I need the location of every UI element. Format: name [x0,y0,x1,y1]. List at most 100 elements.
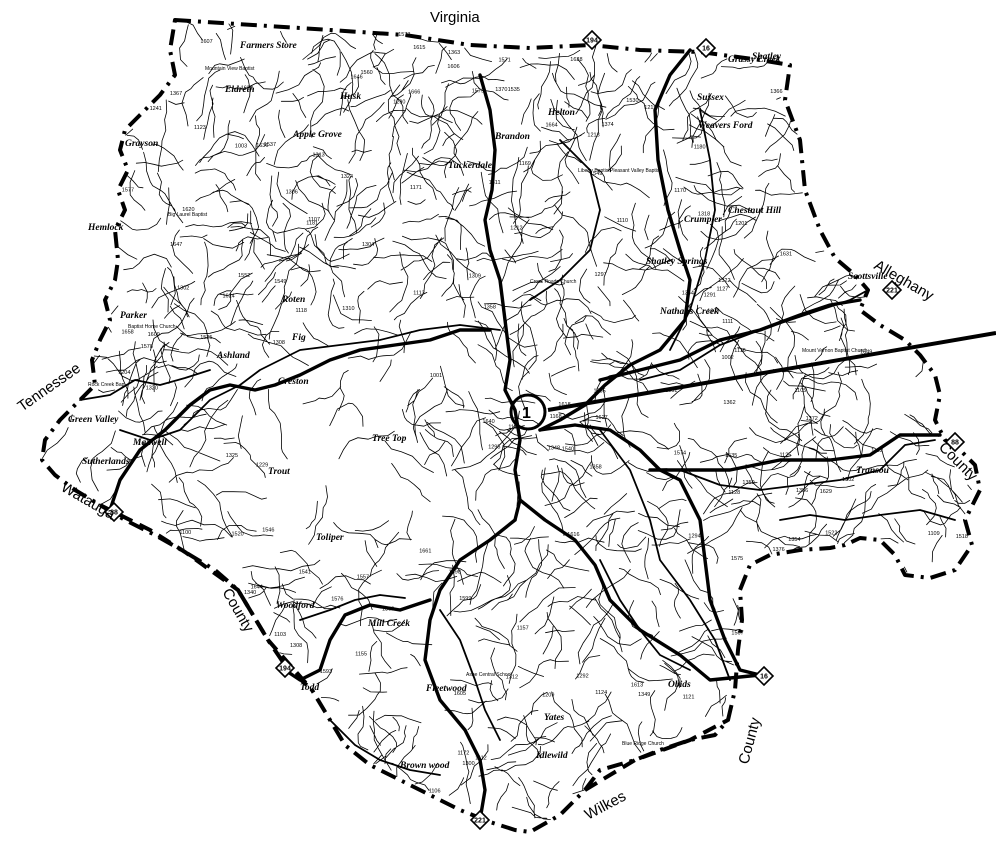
place-brandon: Brandon [494,132,530,142]
label-mountain-view-baptist: Mountain View Baptist [205,66,255,72]
road-number: 1520 [232,531,244,537]
road-number: 1001 [430,373,442,379]
place-roten: Roten [281,295,305,305]
road-number: 1627 [596,415,608,421]
road-number: 1291 [704,293,716,299]
road-number: 1128 [728,490,740,496]
place-chestnut-hill: Chestnut Hill [728,206,781,216]
place-maxwell: Maxwell [132,438,167,448]
road-number: 1297 [595,272,607,278]
label-cross-roads-church: Cross Roads Church [530,279,577,285]
place-apple-grove: Apple Grove [292,130,343,140]
road-number: 1106 [429,789,441,795]
road-number: 1593 [320,669,332,675]
place-nathans-creek: Nathans Creek [659,307,719,317]
road-number: 1171 [410,185,422,191]
road-number: 1374 [602,122,614,128]
place-name-labels: Farmers StoreEldrethHuskHeltonSussexGras… [68,41,889,771]
road-number: 1525 [200,335,212,341]
place-shatley: Shatley [752,52,782,62]
road-number: 1366 [770,89,782,95]
place-green-valley: Green Valley [68,415,119,425]
road-number: 1241 [150,106,162,112]
road-number: 1003 [235,143,247,149]
place-yates: Yates [544,713,565,723]
road-number: 1213 [587,132,599,138]
route-shield-194: 194 [274,657,296,679]
road-number: 1322 [718,278,730,284]
place-eldreth: Eldreth [224,85,255,95]
road-number: 1629 [820,489,832,495]
place-fig: Fig [291,333,306,343]
place-weavers-ford: Weavers Ford [698,121,753,131]
road-number: 1613 [631,683,643,689]
town-marker-label: 1 [522,405,531,422]
road-number: 1367 [170,91,182,97]
place-parker: Parker [120,311,147,321]
road-number: 1640 [482,419,494,425]
road-number: 1308 [290,643,302,649]
place-toliper: Toliper [316,533,344,543]
label-blue-ridge-church: Blue Ridge Church [622,741,664,747]
road-number: 1302 [842,477,854,483]
road-number: 1320 [146,385,158,391]
svg-text:221: 221 [474,818,486,825]
road-number: 1522 [825,531,837,537]
road-number: 1552 [238,273,250,279]
road-number: 1666 [408,89,420,95]
road-number: 1560 [361,70,373,76]
minor-road-network [41,21,972,820]
road-number: 1114 [508,425,519,431]
road-number: 1325 [226,453,238,459]
road-number: 1109 [928,531,940,537]
road-number: 1310 [342,306,354,312]
road-number: 1123 [194,125,206,131]
road-number: 1155 [355,652,367,658]
road-number: 1658 [122,329,134,335]
place-shatley-springs: Shatley Springs [646,257,708,267]
road-number: 1376 [773,547,785,553]
road-number: 1354 [788,537,800,543]
road-number: 1103 [274,632,286,638]
road-number: 1573 [398,32,410,38]
road-number: 1306 [286,190,298,196]
road-number: 1002 [722,355,734,361]
svg-text:194: 194 [586,38,598,45]
road-number: 1557 [357,574,369,580]
road-number: 1100 [179,530,191,536]
road-number: 1111 [722,319,733,325]
secondary-roads [79,109,956,776]
road-number: 1599 [459,596,471,602]
road-number: 1181 [306,220,318,226]
road-number: 1535 [508,87,520,93]
road-number: 1537 [264,142,276,148]
road-number: 1107 [308,217,320,223]
place-helton: Helton [547,108,575,118]
svg-text:221: 221 [886,288,898,295]
route-shield-88: 88 [103,501,125,523]
route-shield-88: 88 [944,431,966,453]
road-number: 1372 [806,416,818,422]
place-husk: Husk [339,92,361,102]
place-woodford: Woodford [276,601,315,611]
road-number: 1324 [341,174,353,180]
road-number: 1209 [542,692,554,698]
road-number: 1567 [731,630,743,636]
label-ashe-central-school: Ashe Central School [466,672,512,678]
road-number: 1616 [567,532,579,538]
label-baptist-home-church: Baptist Home Church [128,324,176,330]
road-number: 1549 [274,279,286,285]
label-liberty-baptist: Liberty Baptist [578,168,610,174]
label-rock-creek-bap: Rock Creek Bap. [88,382,126,388]
road-number: 1304 [362,242,374,248]
road-number: 1124 [595,690,607,696]
place-brown-wood: Brown wood [399,761,450,771]
road-number: 1549 [590,171,602,177]
place-scottsville: Scottsville [848,272,888,282]
road-number: 1308 [273,340,285,346]
road-number: 1212 [510,226,522,232]
